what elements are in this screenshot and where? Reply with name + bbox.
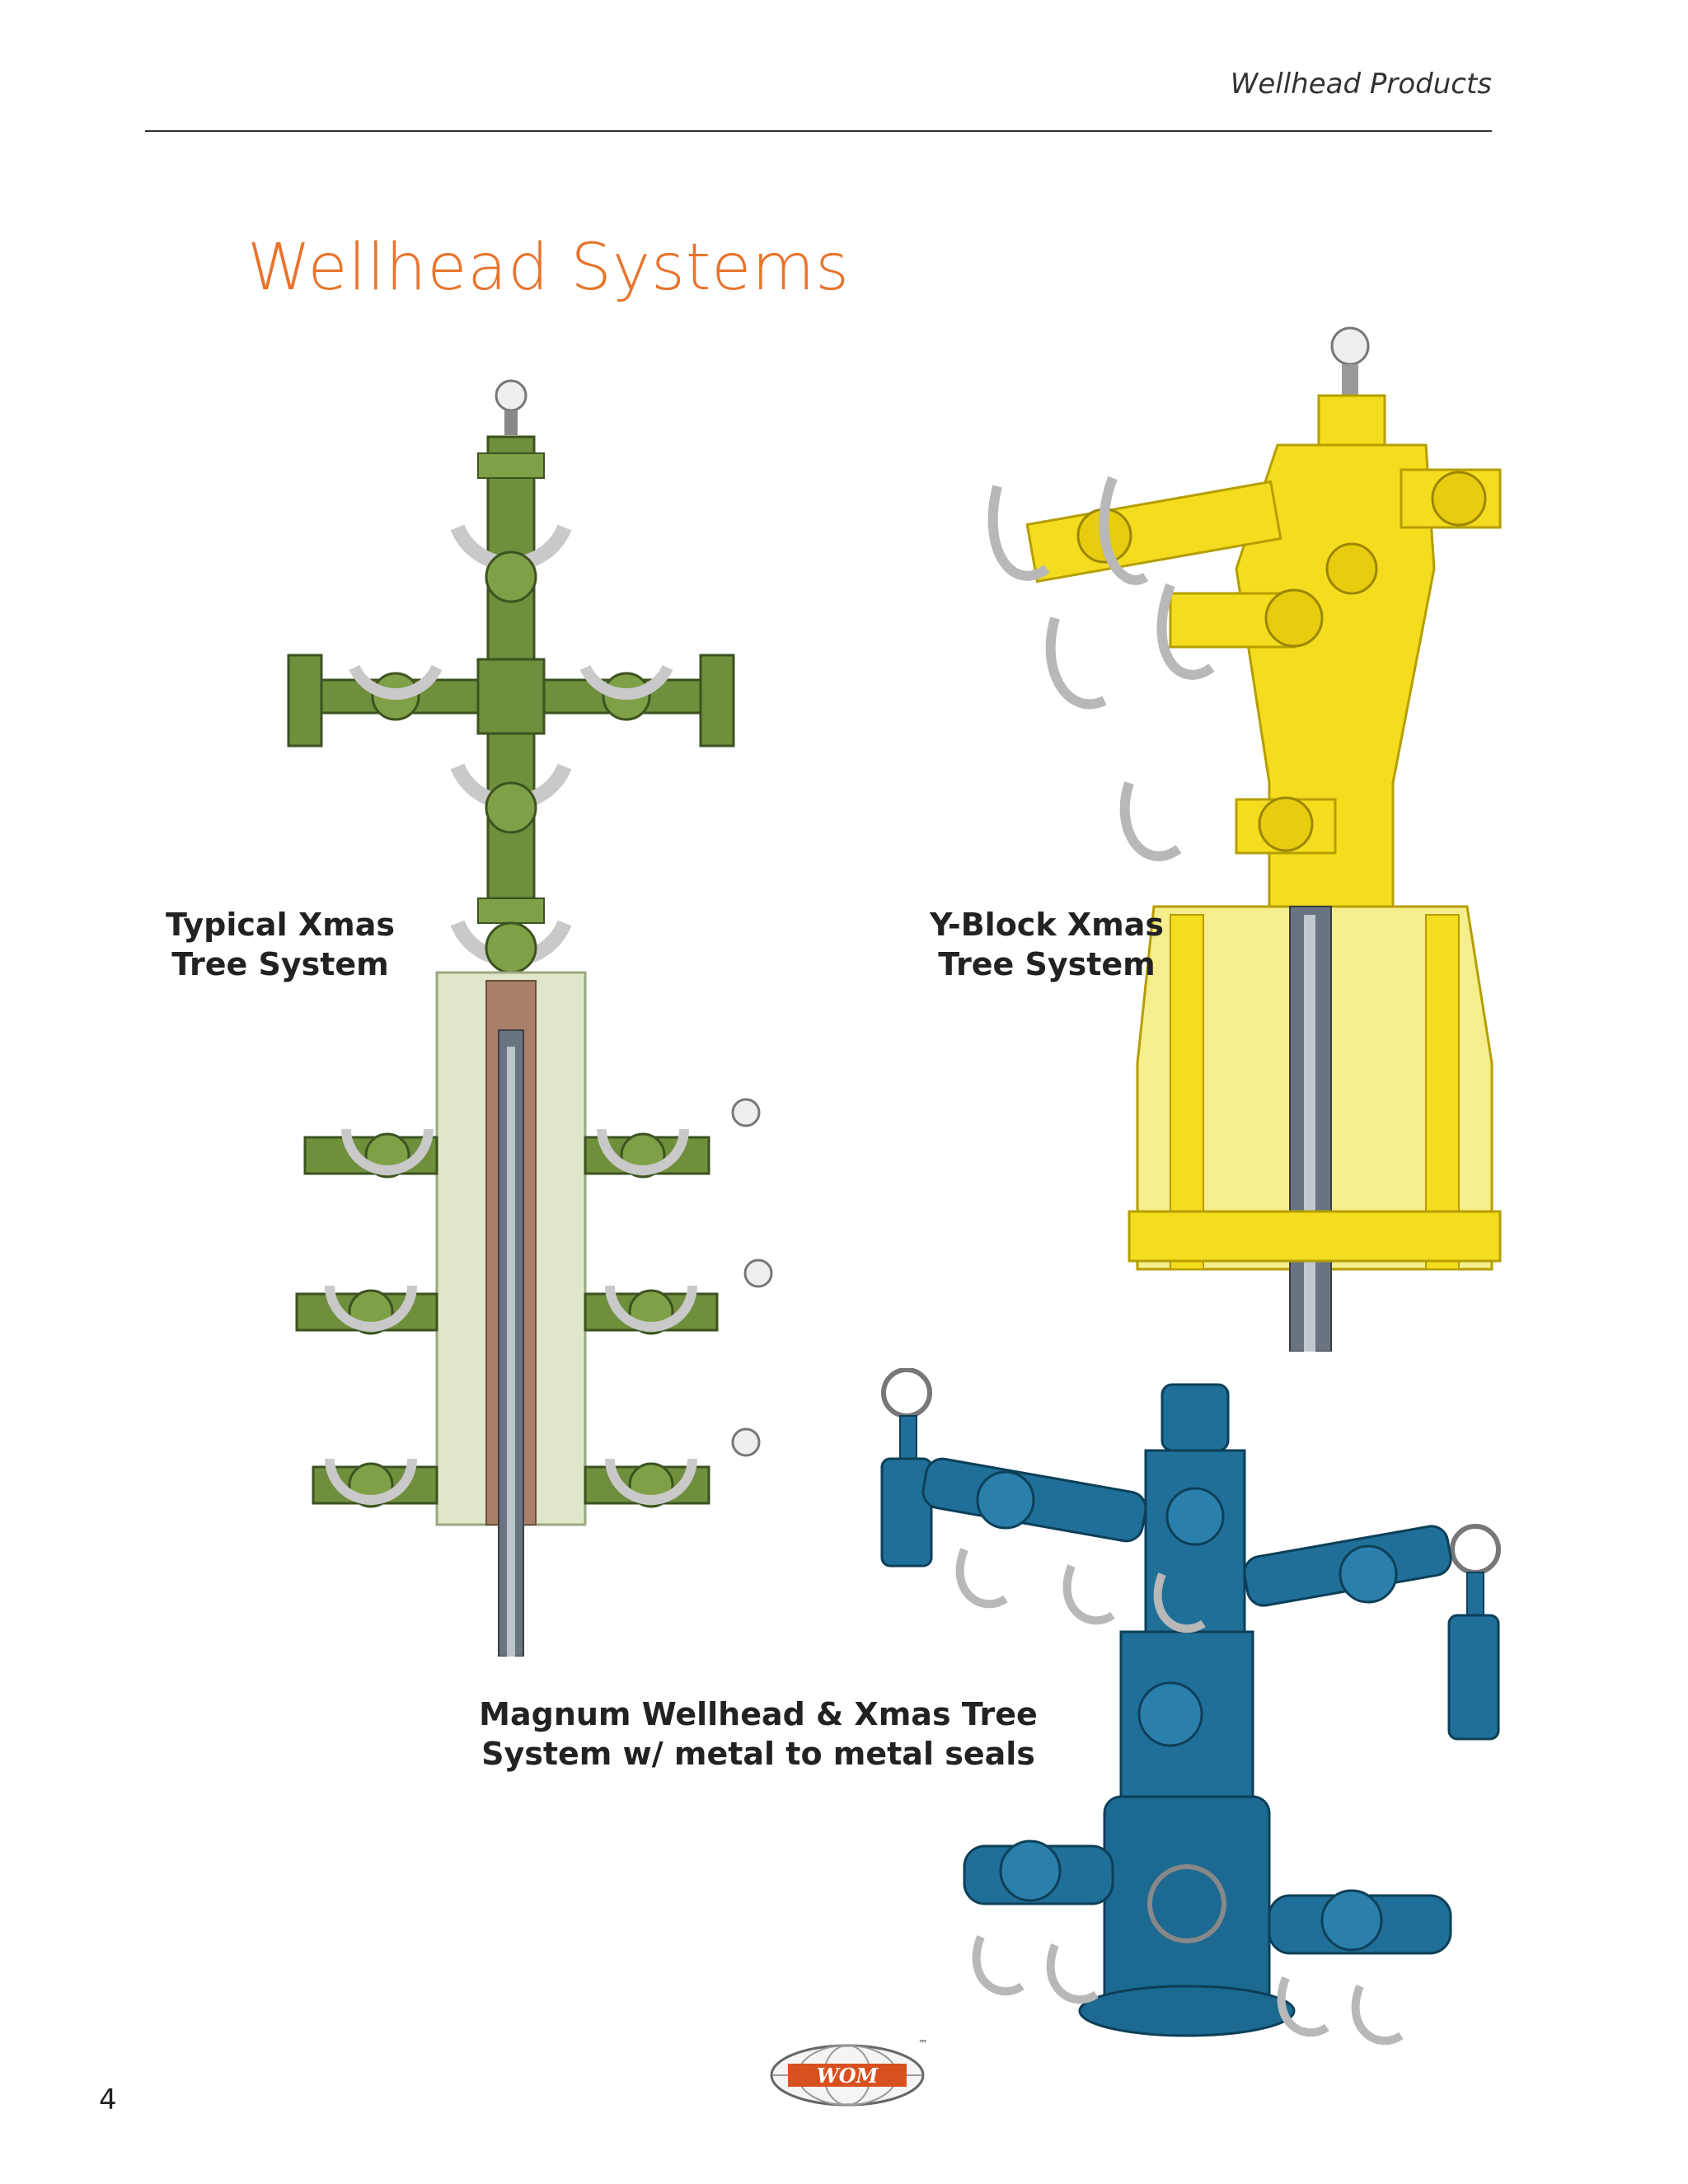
caption-magnum-wellhead: Magnum Wellhead & Xmas Tree System w/ me… <box>478 1694 1039 1774</box>
y-block-xmas-tree-illustration <box>987 326 1502 1352</box>
caption-typical-line-1: Typical Xmas <box>166 907 395 943</box>
page-title: Wellhead Systems <box>247 231 850 305</box>
caption-yblock-line-2: Tree System <box>938 946 1156 982</box>
caption-magnum-line-2: System w/ metal to metal seals <box>481 1736 1035 1772</box>
caption-yblock-line-1: Y-Block Xmas <box>930 907 1164 943</box>
header-rule <box>145 130 1492 132</box>
page-number: 4 <box>99 2083 117 2116</box>
caption-typical-line-2: Tree System <box>171 946 389 982</box>
caption-typical-xmas-tree: Typical Xmas Tree System <box>148 905 412 984</box>
caption-magnum-line-1: Magnum Wellhead & Xmas Tree <box>479 1696 1038 1732</box>
typical-xmas-tree-illustration <box>287 379 773 1657</box>
header-section-title: Wellhead Products <box>1230 68 1492 101</box>
wom-logo: WOM ™ <box>770 2038 928 2107</box>
wom-logo-tm: ™ <box>918 2038 928 2050</box>
caption-y-block-xmas-tree: Y-Block Xmas Tree System <box>907 905 1187 984</box>
magnum-wellhead-illustration <box>880 1368 1501 2046</box>
wom-logo-text: WOM <box>817 2064 879 2088</box>
